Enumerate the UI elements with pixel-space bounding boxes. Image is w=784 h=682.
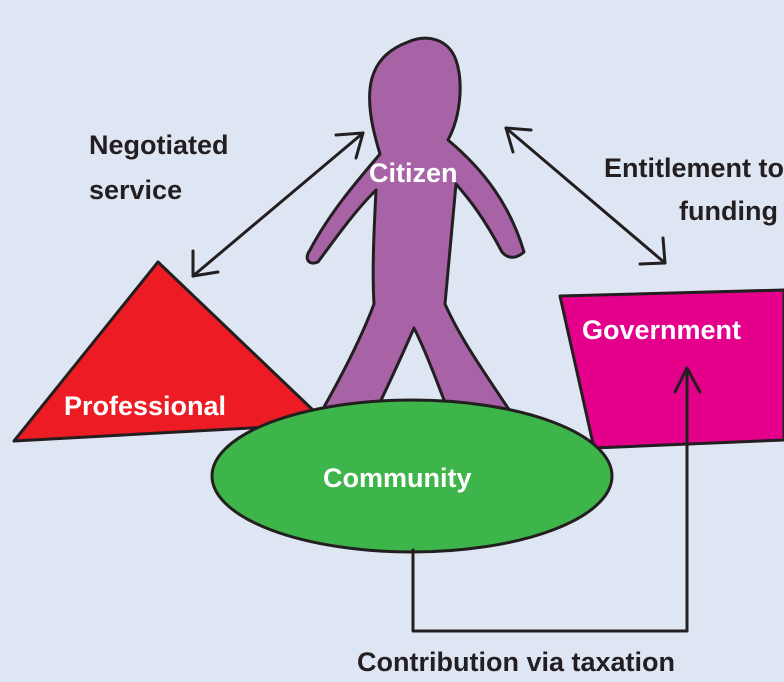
citizen-label: Citizen <box>369 158 458 188</box>
contribution-arrow <box>411 366 702 633</box>
community-label: Community <box>323 463 472 493</box>
government-label: Government <box>582 315 742 345</box>
government-shape <box>558 288 784 450</box>
professional-label: Professional <box>64 391 227 421</box>
negotiated-service-label-line2: service <box>89 175 183 205</box>
citizen-figure <box>305 36 526 418</box>
negotiated-service-arrow <box>191 131 365 278</box>
contribution-label: Contribution via taxation <box>357 647 676 677</box>
entitlement-label-line2: funding <box>679 196 778 226</box>
entitlement-label-line1: Entitlement to <box>604 153 784 183</box>
entitlement-arrow <box>504 126 667 266</box>
negotiated-service-label-line1: Negotiated <box>89 130 229 160</box>
